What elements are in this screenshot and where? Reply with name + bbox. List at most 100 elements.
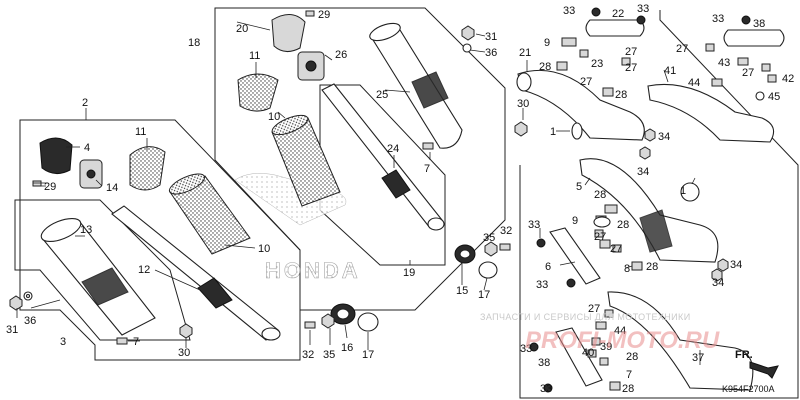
callout-11-left: 11 <box>135 126 146 138</box>
callout-8: 8 <box>624 263 630 275</box>
bolt-33-f <box>529 342 539 352</box>
nut-34-d <box>711 268 723 282</box>
bolt-7-left <box>116 337 128 345</box>
bolt-33-d <box>536 238 546 248</box>
callout-1-mid: 1 <box>680 185 686 197</box>
group-frame-2 <box>19 119 301 361</box>
callout-44-top: 44 <box>688 77 700 89</box>
clip-28-c <box>604 204 618 214</box>
end-cap-20 <box>271 14 306 52</box>
inner-pipe-24 <box>321 83 445 231</box>
clip-27-g <box>599 357 609 366</box>
outlet-26 <box>297 51 325 81</box>
callout-28-a: 28 <box>539 61 551 73</box>
clip-44-top <box>711 78 723 87</box>
callout-28-g: 28 <box>622 383 634 395</box>
callout-38-top: 38 <box>753 18 765 30</box>
callout-16: 16 <box>341 342 353 354</box>
callout-9-top: 9 <box>544 37 550 49</box>
callout-7-left: 7 <box>133 336 139 348</box>
callout-28-d: 28 <box>617 219 629 231</box>
callout-2: 2 <box>82 97 88 109</box>
diagram-code: K954F2700A <box>722 384 775 394</box>
callout-17-lower: 17 <box>362 349 374 361</box>
end-cap-4 <box>39 137 73 174</box>
callout-29-upper: 29 <box>318 9 330 21</box>
callout-34-c: 34 <box>730 259 742 271</box>
end-cap-protector-11-upper <box>237 73 279 112</box>
washer-45 <box>755 91 765 101</box>
callout-31-left: 31 <box>6 324 18 336</box>
callout-13: 13 <box>80 224 92 236</box>
callout-21: 21 <box>519 47 531 59</box>
bolt-30-left <box>179 323 193 339</box>
band-17-lower <box>357 312 379 332</box>
joint-rubber-15 <box>454 244 476 264</box>
callout-27-i: 7 <box>626 369 632 381</box>
end-cap-protector-11-left <box>129 146 166 191</box>
exhaust-pipe-5 <box>579 158 719 263</box>
heat-guard-38-top <box>723 29 785 47</box>
washer-36-left <box>23 291 33 301</box>
bolt-31-upper <box>461 25 475 41</box>
callout-31-upper: 31 <box>485 31 497 43</box>
callout-29-left: 29 <box>44 181 56 193</box>
bolt-33-e <box>566 278 576 288</box>
callout-30-upper: 30 <box>517 98 529 110</box>
bolt-31-left <box>9 295 23 311</box>
callout-15: 15 <box>456 285 468 297</box>
callout-33-f: 33 <box>520 343 532 355</box>
callout-26: 26 <box>335 49 347 61</box>
clip-27-f <box>604 309 614 318</box>
callout-34-a: 34 <box>658 131 670 143</box>
heat-guard-22 <box>585 19 645 37</box>
callout-18: 18 <box>188 37 200 49</box>
bolt-33-c <box>741 15 751 25</box>
callout-33-d: 33 <box>528 219 540 231</box>
callout-10-left: 10 <box>258 243 270 255</box>
exhaust-pipe-41 <box>647 83 775 143</box>
callout-38-bottom: 38 <box>538 357 550 369</box>
nut-34-a <box>644 128 656 142</box>
callout-35-upper: 35 <box>483 232 495 244</box>
callout-33-e: 33 <box>536 279 548 291</box>
clip-42 <box>767 74 777 83</box>
inner-pipe-12 <box>111 205 281 341</box>
callout-25: 25 <box>376 89 388 101</box>
callout-33-a: 33 <box>563 5 575 17</box>
callout-27-g: 27 <box>610 243 622 255</box>
callout-30-left: 30 <box>178 347 190 359</box>
callout-28-e: 28 <box>646 261 658 273</box>
clip-27-d <box>761 63 771 72</box>
bolt-32-lower <box>304 321 316 329</box>
callout-40: 40 <box>582 347 594 359</box>
nut-34-b <box>639 146 651 160</box>
callout-10-upper: 10 <box>268 111 280 123</box>
callout-34-b: 34 <box>637 166 649 178</box>
bolt-29-upper <box>305 10 315 17</box>
watermark-caption: ЗАПЧАСТИ И СЕРВИСЫ ДЛЯ МОТОТЕХНИКИ <box>480 312 691 322</box>
callout-14: 14 <box>106 182 118 194</box>
clip-44-bottom <box>595 321 607 330</box>
clip-27-e <box>612 244 622 253</box>
callout-7-upper: 7 <box>424 163 430 175</box>
callout-27-e: 27 <box>742 67 754 79</box>
callout-32-lower: 32 <box>302 349 314 361</box>
watermark-logo: PROFI-MOTO.RU <box>525 327 720 354</box>
callout-12: 12 <box>138 264 150 276</box>
nut-34-c <box>717 258 729 272</box>
front-direction-label: FR. <box>735 349 753 361</box>
clamp-9-top <box>561 37 577 47</box>
muffler-body-25 <box>369 22 463 149</box>
bolt-33-a <box>591 7 601 17</box>
group-frame-3 <box>14 199 191 341</box>
band-35-lower <box>321 313 335 329</box>
honda-logo-text: HONDA <box>265 258 361 283</box>
front-arrow-icon <box>749 361 779 379</box>
callout-35-lower: 35 <box>323 349 335 361</box>
exhaust-pipe-21 <box>516 69 645 141</box>
outlet-14 <box>79 159 103 189</box>
bolt-32-upper <box>499 243 511 251</box>
callout-28-f: 28 <box>626 351 638 363</box>
callout-5: 5 <box>576 181 582 193</box>
